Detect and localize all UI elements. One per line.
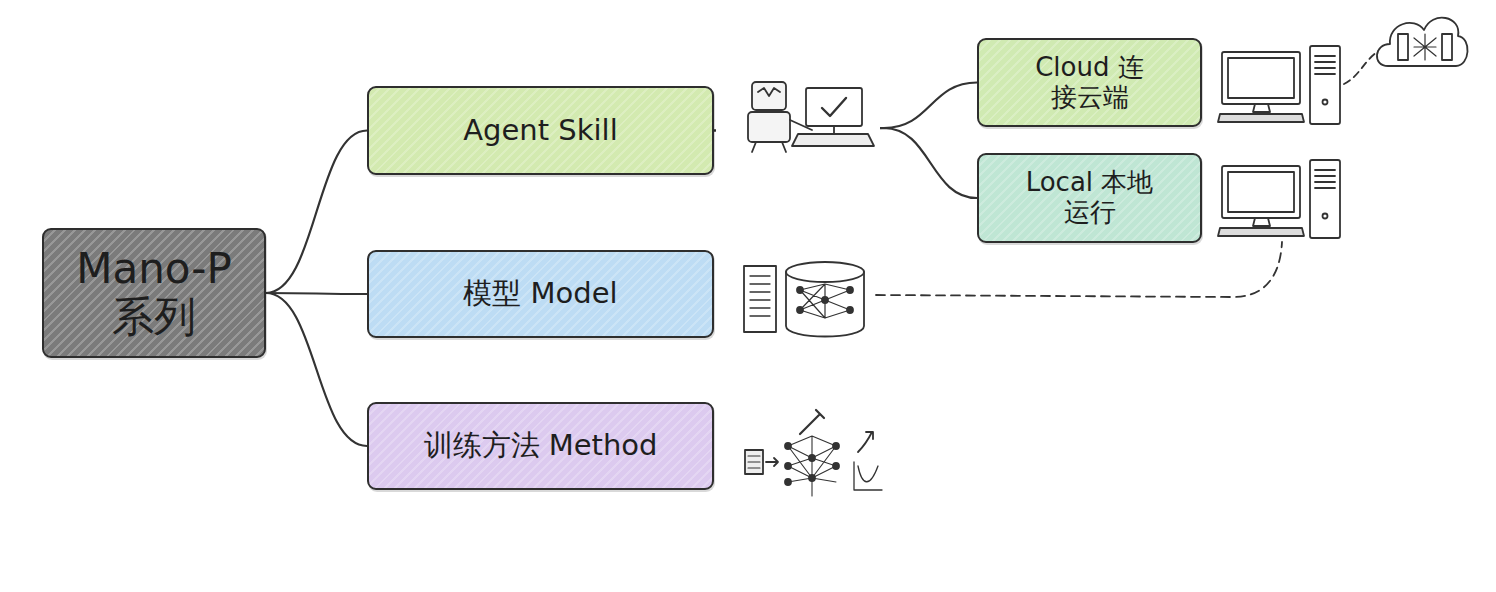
tower [1310, 46, 1340, 124]
branch-connector [266, 293, 367, 294]
box-label: 模型 Model [463, 277, 617, 310]
cloud-link [1344, 50, 1380, 84]
document [745, 450, 763, 474]
computer-icon [1218, 46, 1340, 124]
net-node [785, 479, 791, 485]
box-label: Agent Skill [463, 114, 617, 147]
branch-box: Agent Skill [367, 86, 714, 175]
computer-icon [1218, 160, 1340, 238]
leaf-box: Local 本地运行 [977, 153, 1202, 243]
cylinder-top [786, 262, 864, 282]
keyboard [792, 134, 874, 146]
net-node [822, 297, 828, 303]
branch-connector [266, 293, 367, 446]
cloud-icon [1377, 18, 1468, 66]
deploy-link [876, 242, 1282, 297]
up-arrow [858, 432, 873, 452]
loss-curve [854, 462, 882, 490]
neural-net [788, 436, 836, 496]
monitor [1222, 52, 1300, 104]
monitor-stand [1253, 104, 1270, 112]
branch-box: 模型 Model [367, 250, 714, 338]
net-node [847, 287, 853, 293]
screen [1228, 172, 1294, 212]
document-lines [748, 456, 760, 468]
server-rack [1442, 34, 1452, 60]
box-label: Cloud 连接云端 [1025, 53, 1155, 113]
robot-body [748, 112, 790, 142]
robot-head [752, 82, 786, 110]
net-node [833, 463, 839, 469]
box-label: Mano-P 系列 [59, 245, 249, 342]
leaf-box: Cloud 连接云端 [977, 38, 1202, 127]
wrench [800, 410, 824, 434]
document [744, 266, 776, 332]
keyboard [1218, 228, 1304, 236]
screen [1228, 58, 1294, 98]
monitor-stand [1253, 218, 1270, 226]
net-node [797, 287, 803, 293]
training-icon [745, 410, 882, 496]
icon-backdrop [716, 76, 880, 154]
net-node [833, 443, 839, 449]
box-label: Local 本地运行 [1025, 168, 1155, 228]
model-icon [744, 262, 864, 337]
cloud-outline [1377, 18, 1468, 66]
server-rack [1398, 34, 1408, 60]
tower-vents [1315, 170, 1335, 188]
robot-face [758, 88, 780, 96]
net-node [809, 475, 815, 481]
neural-net [1414, 34, 1436, 60]
net-node [785, 463, 791, 469]
robot-icon [716, 76, 880, 154]
monitor [806, 88, 862, 126]
branch-box: 训练方法 Method [367, 402, 714, 490]
input-arrow [766, 458, 778, 466]
root-box: Mano-P 系列 [42, 228, 266, 358]
net-node [797, 307, 803, 313]
tower-vents [1315, 56, 1335, 74]
net-node [785, 443, 791, 449]
power-button [1323, 214, 1328, 219]
box-label: 训练方法 Method [424, 429, 658, 462]
monitor [1222, 166, 1300, 218]
tower [1310, 160, 1340, 238]
net-node [809, 455, 815, 461]
net-node [847, 307, 853, 313]
document-lines [750, 276, 770, 316]
check-mark [822, 98, 846, 116]
branch-connector [266, 131, 367, 294]
monitor-stand [833, 126, 835, 134]
neural-net [800, 284, 850, 318]
keyboard [1218, 114, 1304, 122]
power-button [1323, 100, 1328, 105]
